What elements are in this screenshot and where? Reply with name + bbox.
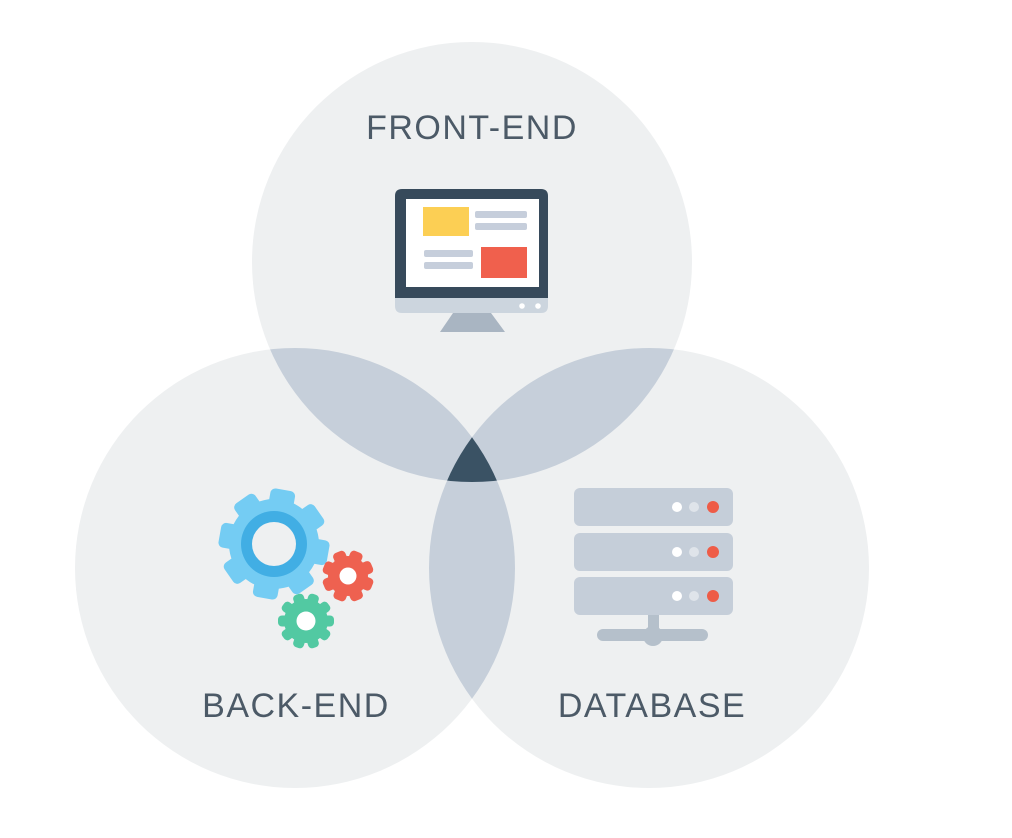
bezel-dot xyxy=(519,303,525,309)
server-led xyxy=(707,546,719,558)
server-led xyxy=(689,547,699,557)
screen-text-line xyxy=(424,262,473,269)
screen-yellow-block xyxy=(423,207,469,236)
database-label: DATABASE xyxy=(558,687,746,725)
server-led xyxy=(672,591,682,601)
server-unit xyxy=(574,577,733,615)
frontend-backend-overlap xyxy=(252,348,515,482)
server-led xyxy=(672,547,682,557)
server-unit xyxy=(574,488,733,526)
server-network-stem xyxy=(648,610,659,634)
server-unit xyxy=(574,533,733,571)
bezel-dot xyxy=(535,303,541,309)
front-end-label: FRONT-END xyxy=(366,109,578,147)
screen-text-line xyxy=(475,211,527,218)
server-stack-icon xyxy=(574,488,733,646)
server-led xyxy=(707,590,719,602)
gears-icon xyxy=(218,488,374,649)
gear-red-hole xyxy=(339,567,357,585)
screen-text-line xyxy=(424,250,473,257)
gear-green-hole xyxy=(296,611,316,631)
server-led xyxy=(689,502,699,512)
server-led xyxy=(689,591,699,601)
gear-blue-hole xyxy=(252,522,296,566)
server-led xyxy=(672,502,682,512)
screen-red-block xyxy=(481,247,527,278)
frontend-database-overlap xyxy=(429,348,692,482)
monitor-icon xyxy=(395,189,548,332)
screen-text-line xyxy=(475,223,527,230)
server-led xyxy=(707,501,719,513)
server-network-node xyxy=(643,626,663,646)
monitor-stand xyxy=(440,313,505,332)
back-end-label: BACK-END xyxy=(202,687,390,725)
